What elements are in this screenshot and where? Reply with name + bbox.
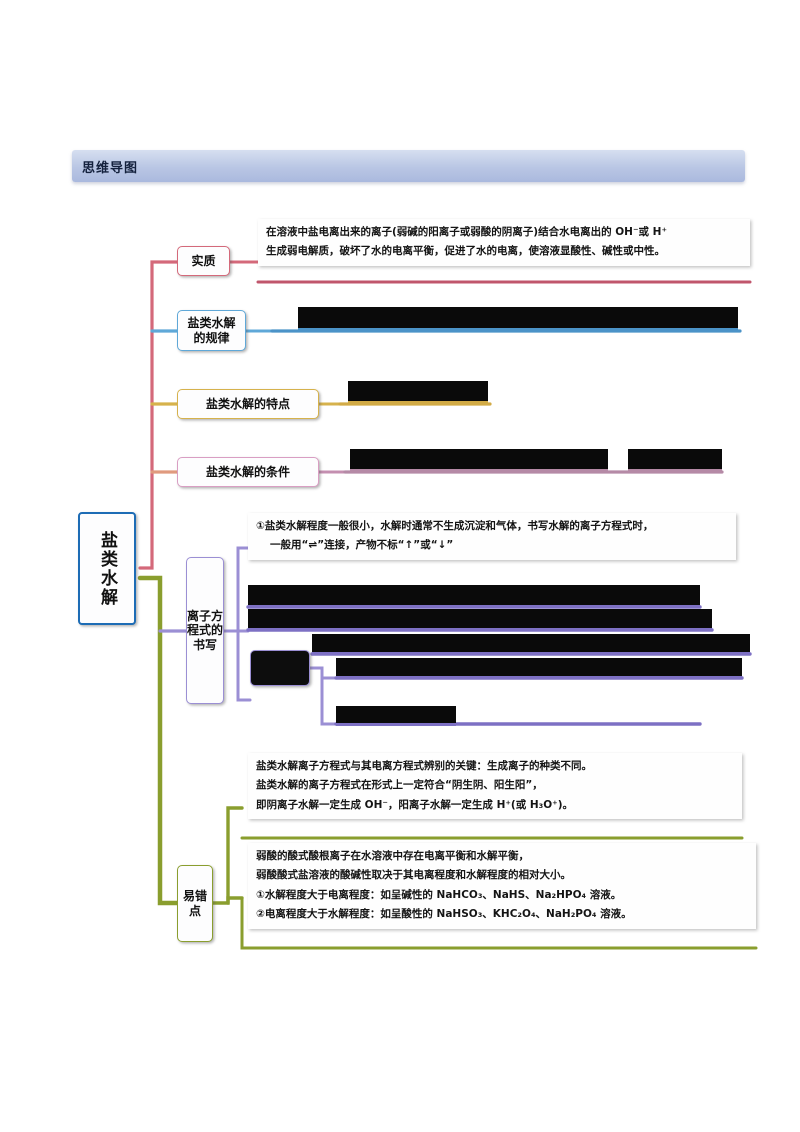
node-guilv-label-line-2: 的规律	[193, 330, 230, 345]
panel-yicuo-content-b: 弱酸的酸式酸根离子在水溶液中存在电离平衡和水解平衡， 弱酸酸式盐溶液的酸碱性取决…	[248, 843, 756, 929]
mindmap-node-lizi-sub-redacted[interactable]	[250, 650, 310, 686]
panel-lizi-content: ①盐类水解程度一般很小，水解时通常不生成沉淀和气体，书写水解的离子方程式时， 一…	[248, 513, 736, 560]
panel-shizhi-line-2: 生成弱电解质，破坏了水的电离平衡，促进了水的电离，使溶液显酸性、碱性或中性。	[266, 245, 665, 258]
panel-shizhi-line-1: 在溶液中盐电离出来的离子(弱碱的阳离子或弱酸的阴离子)结合水电离出的 OH⁻或 …	[266, 226, 667, 238]
panel-yicuo-b-line-1: 弱酸的酸式酸根离子在水溶液中存在电离平衡和水解平衡，	[256, 850, 529, 862]
redacted-lizi-sub-row-2	[336, 706, 456, 726]
page-title: 思维导图	[82, 161, 139, 176]
mindmap-node-tiaojian[interactable]: 盐类水解的条件	[177, 457, 319, 487]
panel-yicuo-a-line-1: 盐类水解离子方程式与其电离方程式辨别的关键：生成离子的种类不同。	[256, 760, 592, 772]
node-guilv-label-line-1: 盐类水解	[187, 316, 236, 331]
redacted-content-tiaojian-b	[628, 449, 722, 472]
redacted-content-tiaojian-a	[350, 449, 608, 472]
node-lizi-label: 离子方程式的书写	[187, 609, 224, 652]
panel-yicuo-a-line-2: 盐类水解的离子方程式在形式上一定符合“阴生阴、阳生阳”，	[256, 779, 543, 792]
node-yicuo-label: 易错点	[182, 889, 207, 918]
panel-yicuo-b-line-3: ①水解程度大于电离程度：如呈碱性的 NaHCO₃、NaHS、Na₂HPO₄ 溶液…	[256, 888, 622, 901]
panel-yicuo-a-line-3: 即阴离子水解一定生成 OH⁻，阳离子水解一定生成 H⁺(或 H₃O⁺)。	[256, 798, 574, 811]
panel-yicuo-b-line-4: ②电离程度大于水解程度：如呈酸性的 NaHSO₃、KHC₂O₄、NaH₂PO₄ …	[256, 908, 632, 921]
mindmap-node-tedian[interactable]: 盐类水解的特点	[177, 389, 319, 419]
panel-lizi-line-2: 一般用“⇌”连接，产物不标“↑”或“↓”	[270, 539, 454, 552]
panel-shizhi-content: 在溶液中盐电离出来的离子(弱碱的阳离子或弱酸的阴离子)结合水电离出的 OH⁻或 …	[258, 219, 750, 266]
mindmap-node-shizhi[interactable]: 实质	[177, 246, 230, 276]
redacted-lizi-row-3	[312, 634, 750, 655]
node-guilv-label: 盐类水解 的规律	[187, 316, 235, 344]
redacted-lizi-sub-row-1	[336, 658, 742, 679]
redacted-content-tedian	[348, 381, 488, 404]
panel-yicuo-content-a: 盐类水解离子方程式与其电离方程式辨别的关键：生成离子的种类不同。 盐类水解的离子…	[248, 753, 742, 820]
mindmap-node-lizi[interactable]: 离子方程式的书写	[186, 557, 224, 704]
mindmap-root-node[interactable]: 盐类水解	[78, 512, 136, 625]
redacted-content-guilv	[298, 307, 738, 331]
root-node-label: 盐类水解	[97, 530, 118, 607]
page-header-band: 思维导图	[72, 150, 745, 182]
panel-yicuo-b-line-2: 弱酸酸式盐溶液的酸碱性取决于其电离程度和水解程度的相对大小。	[256, 869, 571, 882]
node-shizhi-label: 实质	[191, 253, 216, 268]
mindmap-node-guilv[interactable]: 盐类水解 的规律	[177, 310, 246, 351]
mindmap-node-yicuo[interactable]: 易错点	[177, 865, 213, 942]
redacted-lizi-row-2	[248, 609, 712, 631]
node-tiaojian-label: 盐类水解的条件	[205, 464, 290, 479]
node-tedian-label: 盐类水解的特点	[205, 396, 290, 411]
redacted-lizi-row-1	[248, 585, 700, 608]
panel-lizi-line-1: ①盐类水解程度一般很小，水解时通常不生成沉淀和气体，书写水解的离子方程式时，	[256, 520, 654, 532]
